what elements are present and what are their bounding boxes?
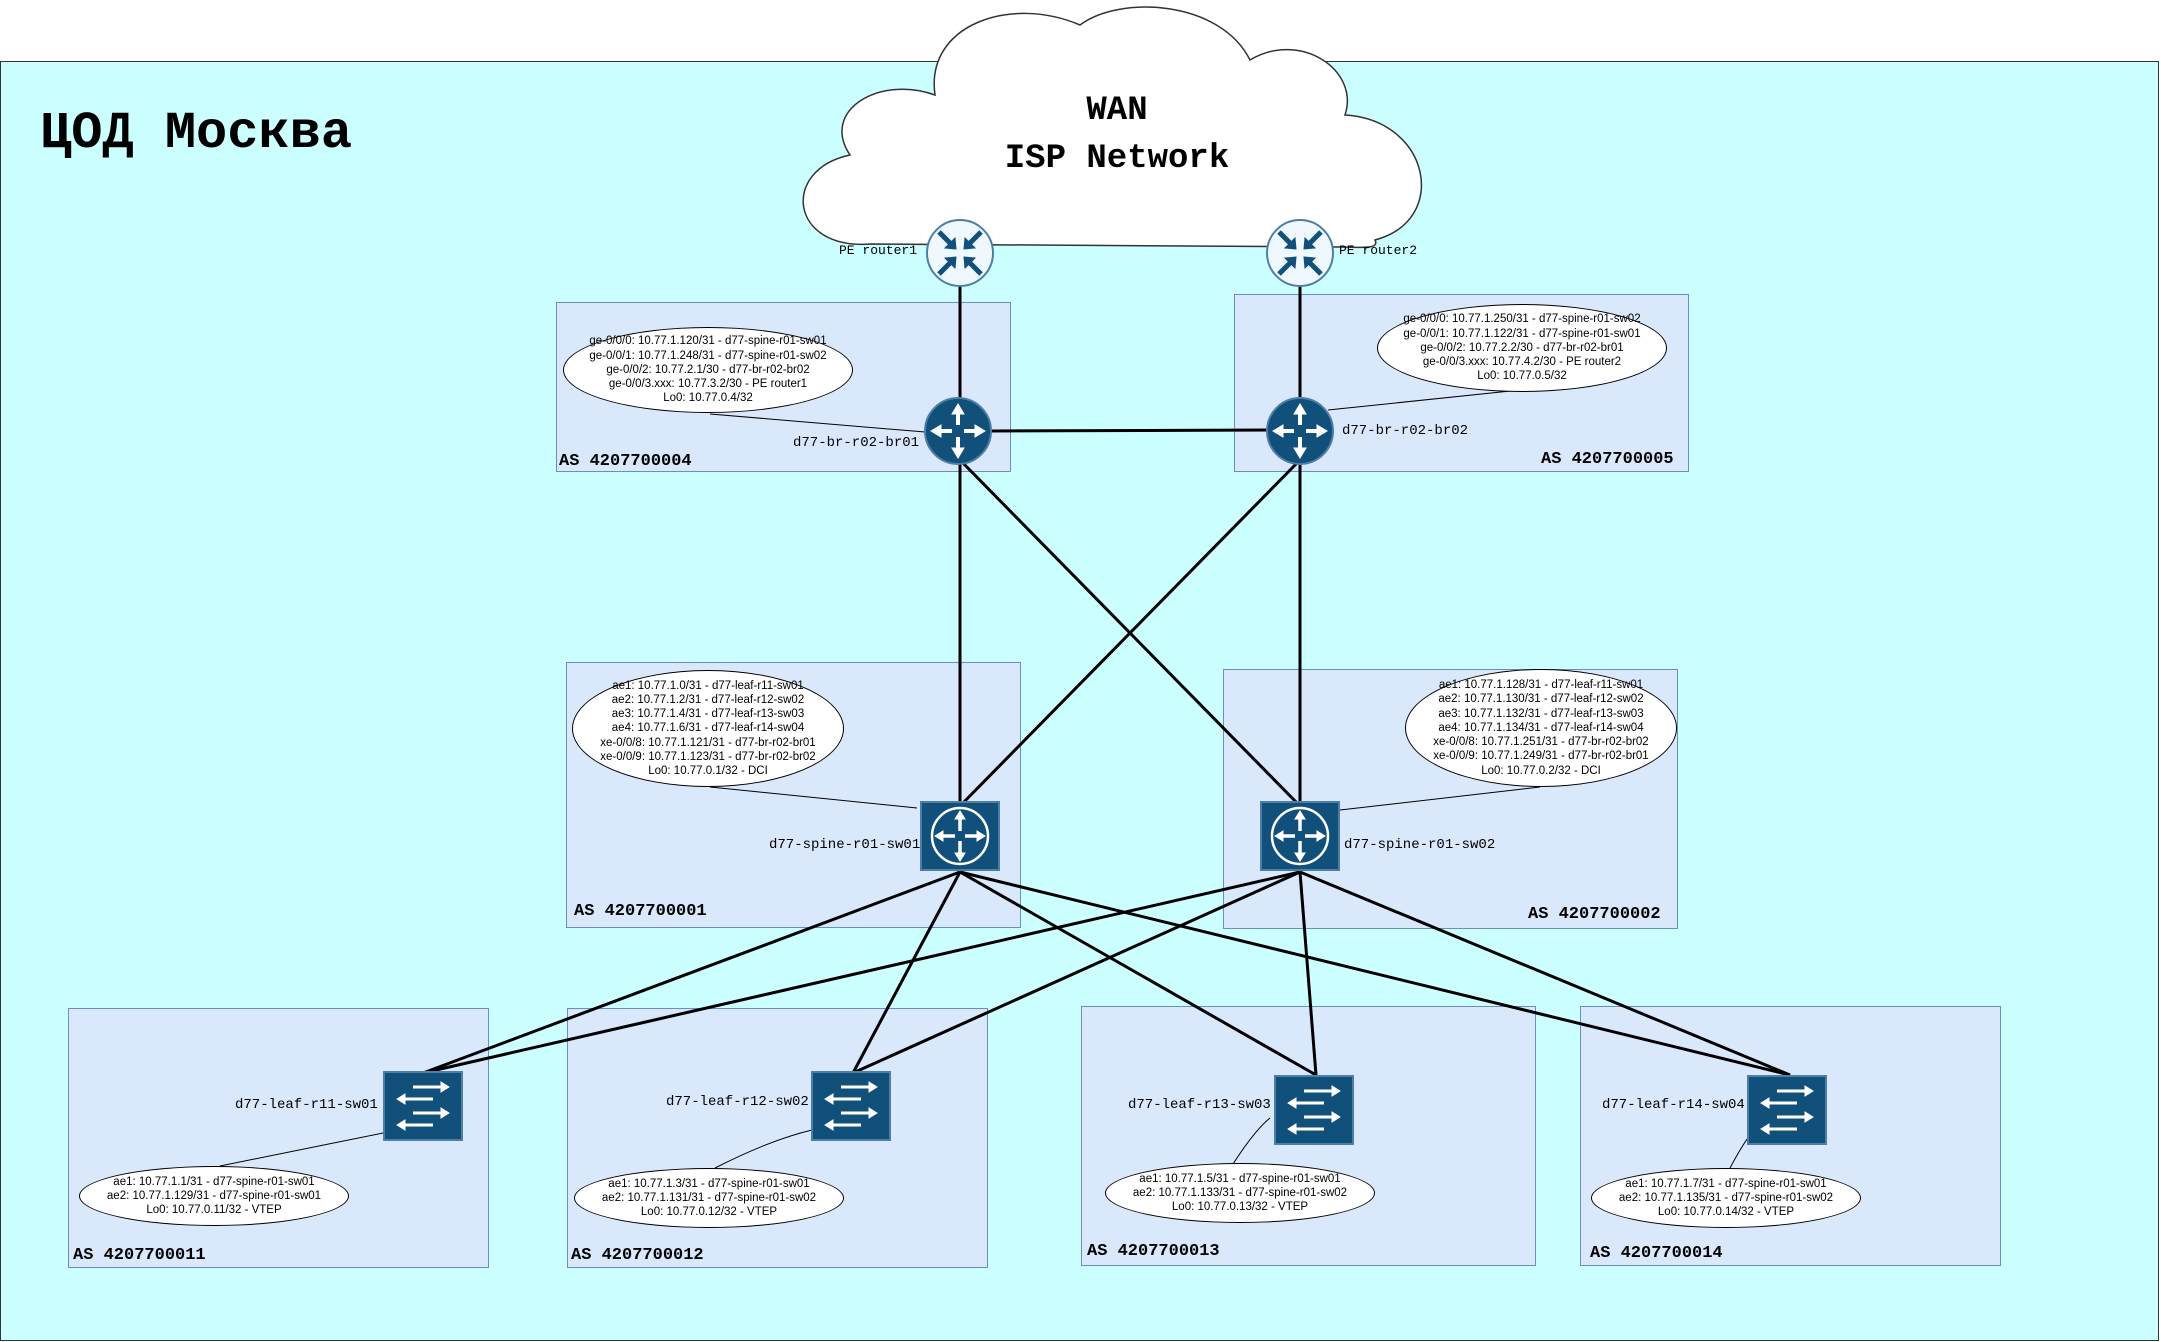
note-line: ge-0/0/3.xxx: 10.77.3.2/30 - PE router1 <box>608 378 808 391</box>
as-label-leaf12: AS 4207700012 <box>571 1246 704 1265</box>
pe-router2[interactable] <box>1265 218 1335 288</box>
switch-icon <box>383 1071 463 1141</box>
note-line: ae2: 10.77.1.133/31 - d77-spine-r01-sw02 <box>1132 1186 1348 1199</box>
as-label-spine01: AS 4207700001 <box>574 902 707 921</box>
note-line: xe-0/0/9: 10.77.1.123/31 - d77-br-r02-br… <box>600 750 816 763</box>
note-line: Lo0: 10.77.0.4/32 <box>663 392 753 405</box>
wan-label: WAN <box>1086 92 1148 130</box>
note-line: xe-0/0/8: 10.77.1.251/31 - d77-br-r02-br… <box>1433 736 1649 749</box>
note-line: ae3: 10.77.1.4/31 - d77-leaf-r13-sw03 <box>611 708 805 721</box>
as-label-br02: AS 4207700005 <box>1541 450 1674 469</box>
note-line: ae2: 10.77.1.131/31 - d77-spine-r01-sw02 <box>601 1191 817 1204</box>
pe-router1-label: PE router1 <box>839 243 918 258</box>
note-line: ae4: 10.77.1.6/31 - d77-leaf-r14-sw04 <box>611 722 805 735</box>
leaf13-label: d77-leaf-r13-sw03 <box>1128 1097 1271 1113</box>
note-br01: ge-0/0/0: 10.77.1.120/31 - d77-spine-r01… <box>563 327 853 413</box>
leaf-switch-r14[interactable] <box>1747 1075 1827 1145</box>
pe-router1[interactable] <box>925 218 995 288</box>
as-label-leaf11: AS 4207700011 <box>73 1246 206 1265</box>
note-line: Lo0: 10.77.0.2/32 - DCI <box>1481 764 1601 777</box>
note-spine02: ae1: 10.77.1.128/31 - d77-leaf-r11-sw01 … <box>1405 669 1677 787</box>
border-router-br01[interactable] <box>923 396 993 466</box>
as-label-leaf14: AS 4207700014 <box>1590 1244 1723 1263</box>
note-line: ge-0/0/1: 10.77.1.248/31 - d77-spine-r01… <box>589 349 827 362</box>
datacenter-title: ЦОД Москва <box>40 104 353 163</box>
note-line: ae3: 10.77.1.132/31 - d77-leaf-r13-sw03 <box>1438 707 1644 720</box>
note-line: xe-0/0/9: 10.77.1.249/31 - d77-br-r02-br… <box>1433 750 1649 763</box>
note-line: ae1: 10.77.1.7/31 - d77-spine-r01-sw01 <box>1625 1177 1827 1190</box>
leaf-switch-r12[interactable] <box>811 1071 891 1141</box>
note-line: ae4: 10.77.1.134/31 - d77-leaf-r14-sw04 <box>1438 721 1644 734</box>
note-line: ae1: 10.77.1.128/31 - d77-leaf-r11-sw01 <box>1438 679 1644 692</box>
spine02-label: d77-spine-r01-sw02 <box>1344 837 1496 853</box>
isp-network-label: ISP Network <box>1004 140 1230 178</box>
router-arrows-icon <box>926 219 994 287</box>
border-router-br02[interactable] <box>1265 396 1335 466</box>
note-line: Lo0: 10.77.0.1/32 - DCI <box>648 765 768 777</box>
as-box-leaf12 <box>567 1008 988 1268</box>
leaf14-label: d77-leaf-r14-sw04 <box>1602 1097 1745 1113</box>
pe-router2-label: PE router2 <box>1339 243 1418 258</box>
br02-label: d77-br-r02-br02 <box>1342 423 1469 439</box>
switch-icon <box>1274 1075 1354 1145</box>
wan-cloud-title: WAN ISP Network <box>967 87 1267 183</box>
note-line: ge-0/0/0: 10.77.1.250/31 - d77-spine-r01… <box>1403 313 1641 326</box>
note-line: Lo0: 10.77.0.14/32 - VTEP <box>1657 1206 1795 1219</box>
note-line: ae2: 10.77.1.135/31 - d77-spine-r01-sw02 <box>1618 1191 1834 1204</box>
note-line: xe-0/0/8: 10.77.1.121/31 - d77-br-r02-br… <box>600 736 816 749</box>
note-line: ge-0/0/2: 10.77.2.2/30 - d77-br-r02-br01 <box>1420 341 1624 354</box>
leaf12-label: d77-leaf-r12-sw02 <box>666 1094 809 1110</box>
router-icon <box>924 397 992 465</box>
spine-router-sw01[interactable] <box>920 801 1000 871</box>
note-line: ge-0/0/1: 10.77.1.122/31 - d77-spine-r01… <box>1403 327 1641 340</box>
switch-icon <box>811 1071 891 1141</box>
router-icon <box>1266 397 1334 465</box>
note-br02: ge-0/0/0: 10.77.1.250/31 - d77-spine-r01… <box>1377 304 1667 392</box>
br01-label: d77-br-r02-br01 <box>793 435 920 451</box>
note-line: ae2: 10.77.1.130/31 - d77-leaf-r12-sw02 <box>1438 693 1644 706</box>
leaf-switch-r13[interactable] <box>1274 1075 1354 1145</box>
core-router-icon <box>1260 801 1340 871</box>
as-label-spine02: AS 4207700002 <box>1528 905 1661 924</box>
note-leaf11: ae1: 10.77.1.1/31 - d77-spine-r01-sw01 a… <box>79 1166 349 1226</box>
note-line: ge-0/0/3.xxx: 10.77.4.2/30 - PE router2 <box>1422 356 1622 369</box>
note-line: Lo0: 10.77.0.13/32 - VTEP <box>1171 1201 1309 1214</box>
note-line: ae2: 10.77.1.129/31 - d77-spine-r01-sw01 <box>106 1189 322 1202</box>
note-line: ge-0/0/2: 10.77.2.1/30 - d77-br-r02-br02 <box>606 363 810 376</box>
note-line: ae2: 10.77.1.2/31 - d77-leaf-r12-sw02 <box>611 693 805 706</box>
note-line: ae1: 10.77.1.1/31 - d77-spine-r01-sw01 <box>113 1175 315 1188</box>
note-spine01: ae1: 10.77.1.0/31 - d77-leaf-r11-sw01 ae… <box>572 670 844 787</box>
leaf11-label: d77-leaf-r11-sw01 <box>235 1097 378 1113</box>
spine01-label: d77-spine-r01-sw01 <box>769 837 921 853</box>
note-line: ae1: 10.77.1.3/31 - d77-spine-r01-sw01 <box>608 1177 810 1190</box>
spine-router-sw02[interactable] <box>1260 801 1340 871</box>
note-leaf13: ae1: 10.77.1.5/31 - d77-spine-r01-sw01 a… <box>1105 1163 1375 1223</box>
core-router-icon <box>920 801 1000 871</box>
note-line: Lo0: 10.77.0.5/32 <box>1477 370 1567 383</box>
note-line: ae1: 10.77.1.5/31 - d77-spine-r01-sw01 <box>1139 1172 1341 1185</box>
note-line: ge-0/0/0: 10.77.1.120/31 - d77-spine-r01… <box>589 335 827 348</box>
note-line: ae1: 10.77.1.0/31 - d77-leaf-r11-sw01 <box>612 679 804 692</box>
as-label-leaf13: AS 4207700013 <box>1087 1242 1220 1261</box>
leaf-switch-r11[interactable] <box>383 1071 463 1141</box>
router-arrows-icon <box>1266 219 1334 287</box>
as-label-br01: AS 4207700004 <box>559 452 692 471</box>
note-leaf12: ae1: 10.77.1.3/31 - d77-spine-r01-sw01 a… <box>574 1168 844 1228</box>
note-leaf14: ae1: 10.77.1.7/31 - d77-spine-r01-sw01 a… <box>1591 1168 1861 1228</box>
switch-icon <box>1747 1075 1827 1145</box>
note-line: Lo0: 10.77.0.11/32 - VTEP <box>146 1204 282 1217</box>
note-line: Lo0: 10.77.0.12/32 - VTEP <box>640 1206 778 1219</box>
